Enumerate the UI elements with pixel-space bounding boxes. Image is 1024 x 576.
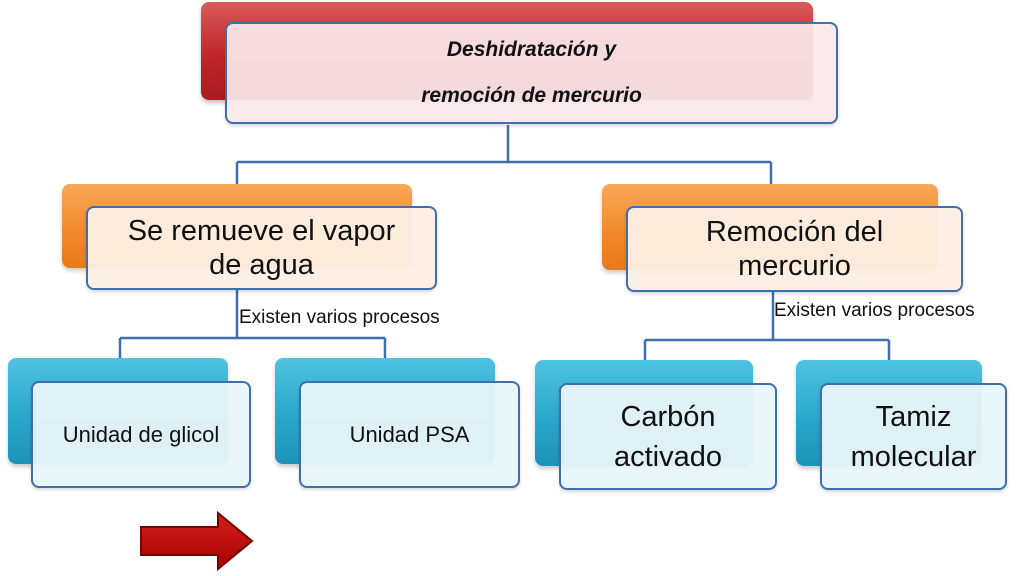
connector-root xyxy=(235,125,773,185)
branch-1-note: Existen varios procesos xyxy=(239,307,440,328)
child-2-2-node: Tamiz molecular xyxy=(820,383,1007,490)
child-2-1-label: Carbón activado xyxy=(613,400,722,473)
connector-branch-1 xyxy=(118,290,387,358)
child-2-1-node: Carbón activado xyxy=(559,383,777,490)
root-title: Deshidratación y remoción de mercurio xyxy=(421,27,642,119)
branch-2-node: Remoción del mercurio xyxy=(626,206,963,292)
child-1-2-label: Unidad PSA xyxy=(349,421,470,447)
right-arrow-icon xyxy=(140,510,254,572)
branch-2-label: Remoción del mercurio xyxy=(705,216,884,282)
root-node: Deshidratación y remoción de mercurio xyxy=(225,22,838,124)
branch-1-node: Se remueve el vapor de agua xyxy=(86,206,437,290)
child-1-1-label: Unidad de glicol xyxy=(62,421,220,447)
child-1-1-node: Unidad de glicol xyxy=(31,381,251,488)
branch-1-label: Se remueve el vapor de agua xyxy=(127,215,396,281)
child-1-2-node: Unidad PSA xyxy=(299,381,520,488)
child-2-2-label: Tamiz molecular xyxy=(850,400,977,473)
connector-branch-2 xyxy=(643,292,891,360)
root-title-line-2: remoción de mercurio xyxy=(421,84,642,107)
root-title-line-1: Deshidratación y xyxy=(446,38,617,61)
branch-2-note: Existen varios procesos xyxy=(774,300,975,321)
